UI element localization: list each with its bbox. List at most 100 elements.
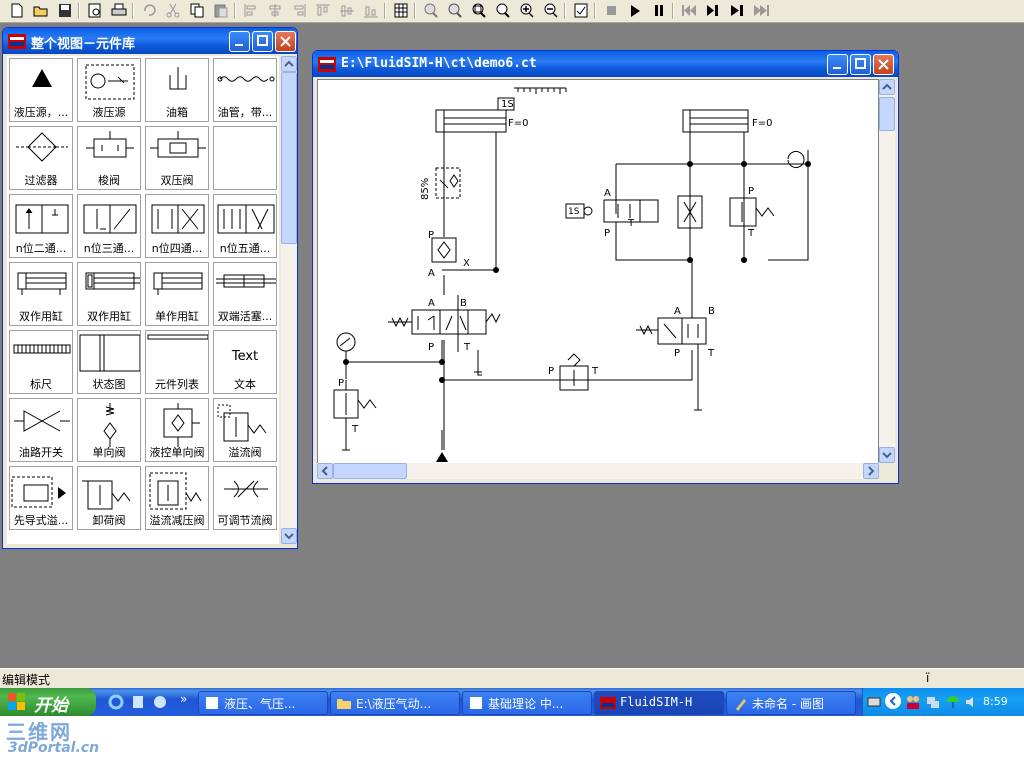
library-item[interactable]: 液压源 (77, 58, 141, 122)
open-icon[interactable] (32, 2, 50, 19)
library-item[interactable]: 状态图 (77, 330, 141, 394)
step-to-end-icon[interactable] (728, 2, 746, 19)
new-icon[interactable] (8, 2, 26, 19)
library-item[interactable]: 梭阀 (77, 126, 141, 190)
task-item-2[interactable]: E:\液压气动... (330, 691, 460, 715)
cut-icon[interactable] (164, 2, 182, 19)
task-item-5[interactable]: 未命名 - 画图 (726, 691, 856, 715)
zoom-window-icon[interactable] (470, 2, 488, 19)
align-left-icon[interactable] (242, 2, 260, 19)
library-item[interactable]: 单作用缸 (145, 262, 209, 326)
pause-icon[interactable] (650, 2, 668, 19)
keyboard-icon[interactable] (867, 695, 881, 709)
directional-valve-1[interactable] (388, 309, 501, 335)
maximize-button[interactable] (850, 54, 871, 75)
skip-end-icon[interactable] (752, 2, 770, 19)
tray-expand-icon[interactable] (885, 693, 901, 709)
minimize-button[interactable] (229, 31, 250, 52)
circuit-horizontal-scrollbar[interactable] (317, 463, 879, 479)
directional-valve-2[interactable] (565, 199, 659, 223)
library-item[interactable]: 液控单向阀 (145, 398, 209, 462)
task-item-4[interactable]: FluidSIM-H (594, 691, 724, 715)
library-item[interactable]: 油路开关 (9, 398, 73, 462)
library-item[interactable]: n位五通... (213, 194, 277, 258)
save-icon[interactable] (56, 2, 74, 19)
cylinder-1[interactable] (435, 87, 567, 133)
ie-icon[interactable] (108, 694, 124, 710)
directional-valve-3[interactable] (636, 317, 707, 404)
align-center-icon[interactable] (266, 2, 284, 19)
network-icon[interactable] (925, 694, 941, 710)
close-button[interactable] (275, 31, 296, 52)
zoom-all-icon[interactable] (494, 2, 512, 19)
quick-launch-more-icon[interactable]: » (180, 692, 188, 706)
scroll-down-icon[interactable] (879, 447, 895, 463)
library-item[interactable]: n位四通... (145, 194, 209, 258)
library-item[interactable]: 过滤器 (9, 126, 73, 190)
library-item[interactable]: 可调节流阀 (213, 466, 277, 530)
media-player-icon[interactable] (152, 694, 168, 710)
step-icon[interactable] (704, 2, 722, 19)
library-item[interactable]: 双作用缸 (77, 262, 141, 326)
pressure-valve-2[interactable] (559, 353, 589, 391)
align-top-icon[interactable] (314, 2, 332, 19)
umbrella-icon[interactable] (945, 694, 961, 710)
reset-icon[interactable] (680, 2, 698, 19)
print-icon[interactable] (110, 2, 128, 19)
play-icon[interactable] (626, 2, 644, 19)
scroll-up-icon[interactable] (281, 56, 297, 72)
start-button[interactable]: 开始 (0, 688, 96, 716)
check-valve-1[interactable] (431, 237, 457, 263)
library-item[interactable]: 溢流减压阀 (145, 466, 209, 530)
maximize-button[interactable] (252, 31, 273, 52)
circuit-canvas[interactable]: 1S F=0 F=0 1S 85% P A X A B P T P T P T … (317, 79, 879, 465)
align-middle-icon[interactable] (338, 2, 356, 19)
show-desktop-icon[interactable] (130, 694, 146, 710)
circuit-vertical-scrollbar[interactable] (879, 79, 895, 463)
throttle-valve-2[interactable] (677, 195, 703, 229)
library-item[interactable]: 元件列表 (145, 330, 209, 394)
task-item-3[interactable]: 基础理论 中... (462, 691, 592, 715)
task-item-1[interactable]: 液压、气压... (198, 691, 328, 715)
grid-icon[interactable] (392, 2, 410, 19)
undo-icon[interactable] (140, 2, 158, 19)
library-item[interactable]: 溢流阀 (213, 398, 277, 462)
library-item[interactable]: 油管，带... (213, 58, 277, 122)
relief-valve-2[interactable] (729, 197, 775, 227)
library-item[interactable]: 标尺 (9, 330, 73, 394)
library-vertical-scrollbar[interactable] (281, 56, 297, 544)
copy-icon[interactable] (188, 2, 206, 19)
library-item[interactable]: 双作用缸 (9, 262, 73, 326)
library-item[interactable]: 双端活塞... (213, 262, 277, 326)
cylinder-2[interactable] (682, 109, 749, 133)
library-item[interactable]: 双压阀 (145, 126, 209, 190)
scroll-thumb[interactable] (333, 463, 407, 479)
library-item[interactable]: 卸荷阀 (77, 466, 141, 530)
zoom-previous-icon[interactable] (446, 2, 464, 19)
close-button[interactable] (873, 54, 894, 75)
scroll-up-icon[interactable] (879, 79, 895, 95)
scroll-thumb[interactable] (281, 72, 297, 244)
library-item[interactable]: 油箱 (145, 58, 209, 122)
minimize-button[interactable] (827, 54, 848, 75)
circuit-title-bar[interactable]: E:\FluidSIM-H\ct\demo6.ct (313, 51, 898, 77)
stop-icon[interactable] (602, 2, 620, 19)
volume-icon[interactable] (963, 694, 979, 710)
zoom-out-icon[interactable] (542, 2, 560, 19)
scroll-thumb[interactable] (879, 97, 895, 131)
relief-valve-1[interactable] (333, 389, 377, 444)
check-icon[interactable] (572, 2, 590, 19)
library-item[interactable]: 单向阀 (77, 398, 141, 462)
align-right-icon[interactable] (290, 2, 308, 19)
library-item[interactable] (213, 126, 277, 190)
paste-icon[interactable] (212, 2, 230, 19)
scroll-down-icon[interactable] (281, 528, 297, 544)
library-item[interactable]: n位二通... (9, 194, 73, 258)
users-icon[interactable] (905, 694, 921, 710)
throttle-check-valve-1[interactable] (435, 167, 461, 199)
align-bottom-icon[interactable] (362, 2, 380, 19)
zoom-in-icon[interactable] (518, 2, 536, 19)
library-item[interactable]: 液压源，... (9, 58, 73, 122)
print-preview-icon[interactable] (86, 2, 104, 19)
